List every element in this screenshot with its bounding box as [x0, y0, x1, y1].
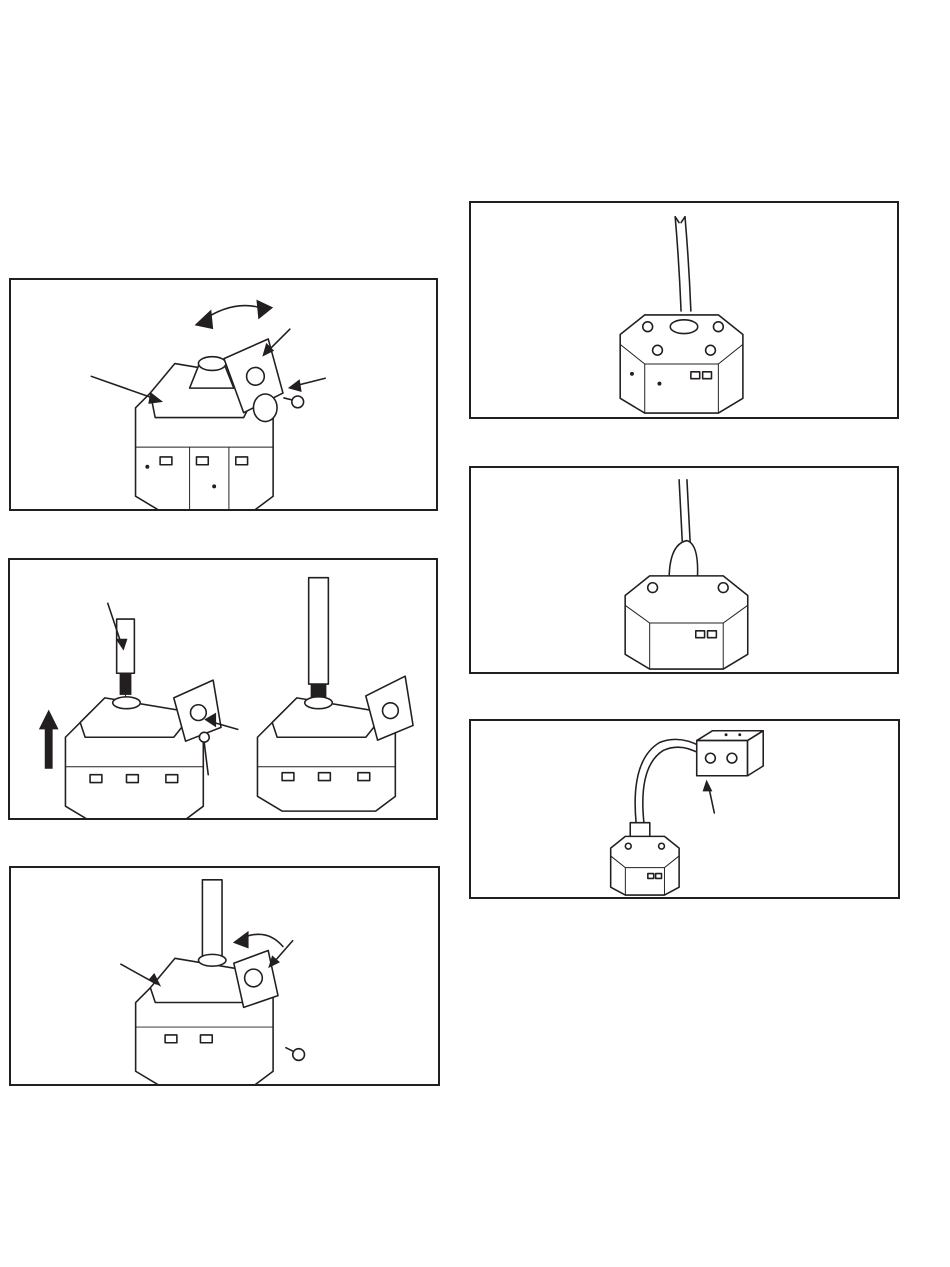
pointer-arrow-icon — [703, 780, 715, 813]
cable-icon — [675, 217, 691, 311]
octagon-box-icon — [620, 315, 743, 413]
curved-arrow-icon — [233, 931, 283, 949]
connector-octagon-drawing — [471, 468, 897, 672]
figure-step-4 — [469, 201, 899, 419]
conduit-junction-drawing — [471, 721, 898, 897]
cable-octagon-drawing — [471, 203, 897, 417]
pointer-arrow-icon — [288, 378, 325, 392]
screw-icon — [286, 1048, 305, 1061]
up-arrow-icon — [39, 710, 59, 769]
figure-step-5 — [469, 466, 899, 674]
bracket-closed-drawing — [11, 868, 438, 1084]
drill-bit-icon — [117, 619, 135, 703]
figure-step-1 — [9, 278, 438, 511]
octagon-box-icon — [611, 836, 679, 895]
octagon-box-icon — [625, 576, 748, 669]
pipe-icon — [202, 880, 222, 959]
drill-and-pipe-drawing — [10, 560, 436, 818]
octagon-box-bracket-drawing — [11, 280, 436, 509]
figure-step-6 — [469, 719, 900, 899]
figure-step-3 — [9, 866, 440, 1086]
figure-step-2 — [8, 558, 438, 820]
conduit-icon — [635, 739, 701, 822]
pointer-arrow-icon — [121, 964, 161, 987]
pipe-icon — [309, 578, 329, 698]
screw-icon — [284, 396, 304, 408]
junction-box-icon — [697, 731, 763, 776]
